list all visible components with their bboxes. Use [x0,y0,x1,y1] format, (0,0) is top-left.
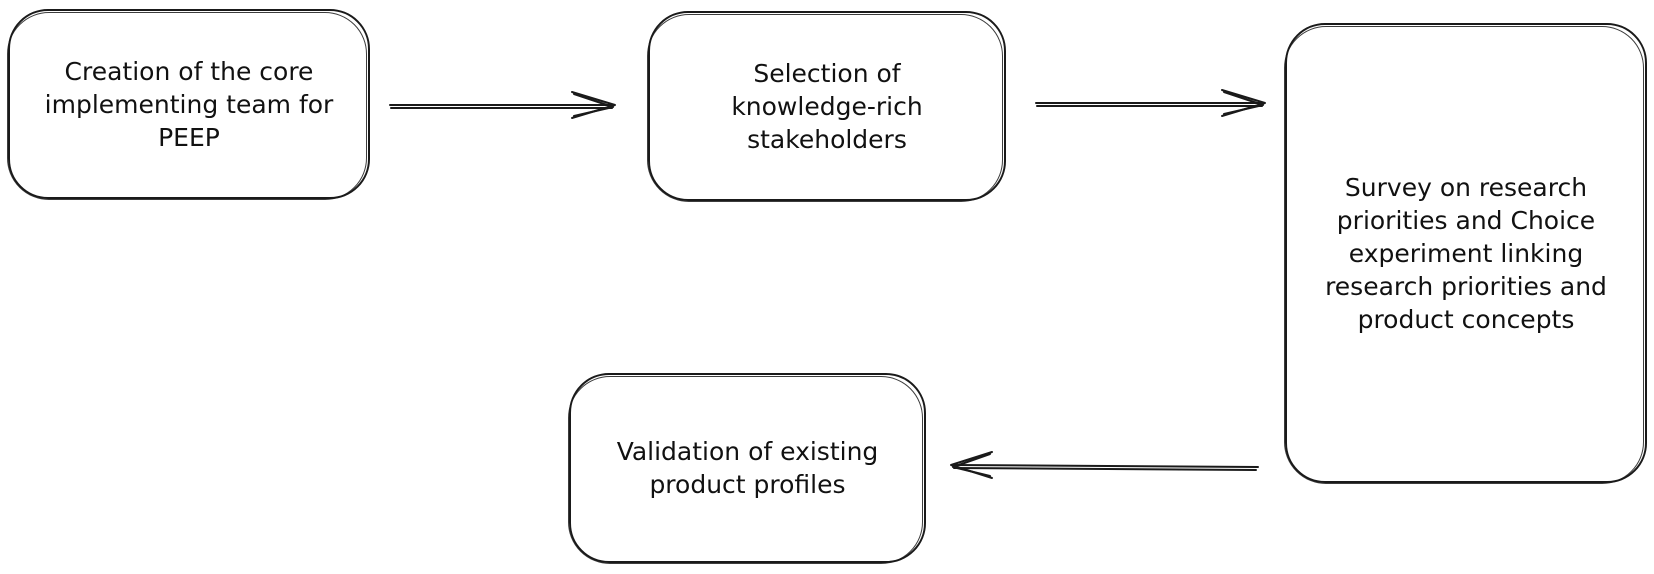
arrow-n1-to-n2 [389,91,616,119]
flow-node-label: Creation of the core implementing team f… [44,56,334,152]
flow-node-survey: Survey on research priorities and Choice… [1284,23,1647,484]
arrow-n2-to-n3 [1035,89,1266,117]
flow-node-label: Survey on research priorities and Choice… [1325,172,1607,334]
flow-node-core-team: Creation of the core implementing team f… [7,9,370,200]
flow-node-validation: Validation of existing product profiles [568,373,926,564]
flow-node-stakeholders: Selection of knowledge-rich stakeholders [647,11,1006,202]
flow-node-label: Selection of knowledge-rich stakeholders [731,58,923,154]
arrow-n3-to-n4 [950,451,1259,479]
flow-node-label: Validation of existing product profiles [616,437,879,499]
